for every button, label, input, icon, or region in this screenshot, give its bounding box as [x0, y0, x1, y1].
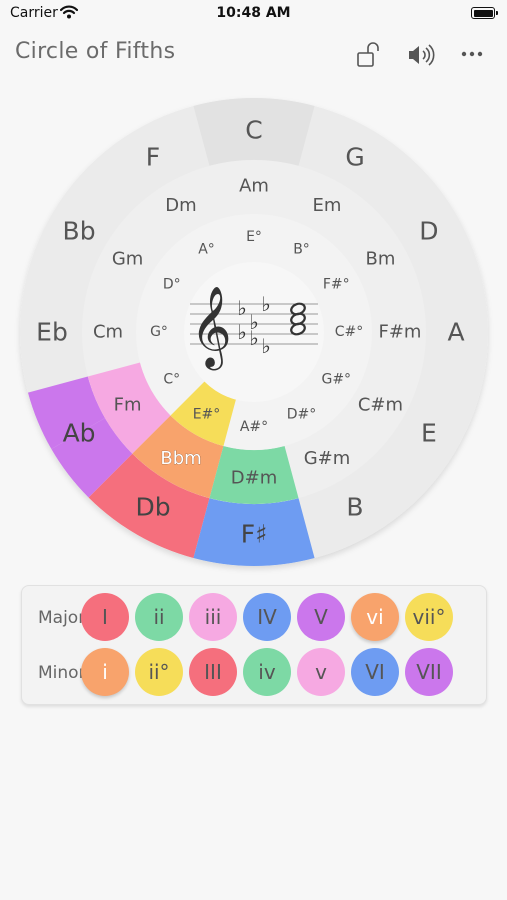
flat-6: ♭ — [261, 334, 270, 358]
minor-degree-button[interactable]: iv — [243, 648, 291, 696]
segment-cdim[interactable] — [170, 381, 236, 446]
minor-key-2: Bm — [365, 249, 395, 270]
major-degree-button[interactable]: vi — [351, 593, 399, 641]
minor-degree-button[interactable]: VI — [351, 648, 399, 696]
minor-key-3: F#m — [379, 322, 422, 343]
dim-chord-2: C#° — [335, 324, 364, 340]
minor-key-0: Am — [239, 176, 269, 197]
dim-chord-3: G#° — [321, 372, 351, 388]
major-key-2: D — [419, 217, 438, 246]
dim-chord-1: F#° — [323, 277, 350, 293]
flat-4: ♭ — [237, 320, 246, 344]
dim-chord-11: E° — [246, 229, 262, 245]
major-key-5: B — [346, 492, 363, 521]
flat-5: ♭ — [249, 326, 258, 350]
segment-ab[interactable] — [27, 376, 106, 449]
dim-chord-9: D° — [163, 277, 181, 293]
major-key-3: A — [447, 318, 464, 347]
major-key-1: G — [345, 143, 364, 172]
segment-fsharp[interactable] — [193, 498, 315, 566]
minor-key-6: D#m — [231, 468, 277, 489]
flat-1: ♭ — [237, 296, 246, 320]
flat-2: ♭ — [249, 310, 258, 334]
speaker-icon[interactable] — [405, 40, 439, 70]
dim-chord-4: D#° — [287, 406, 317, 422]
treble-clef-icon: 𝄞 — [190, 285, 231, 370]
minor-row-label: Minor — [38, 663, 86, 683]
dim-chord-6: E#° — [193, 406, 221, 422]
minor-degree-button[interactable]: v — [297, 648, 345, 696]
unlock-icon[interactable] — [354, 40, 388, 70]
major-degree-button[interactable]: IV — [243, 593, 291, 641]
more-icon[interactable] — [457, 40, 491, 70]
segment-dsharpm[interactable] — [209, 445, 299, 504]
major-key-8: Ab — [63, 419, 96, 448]
major-key-10: Bb — [63, 217, 96, 246]
dim-chord-7: C° — [163, 372, 180, 388]
major-key-4: E — [421, 419, 437, 448]
major-degree-button[interactable]: I — [81, 593, 129, 641]
carrier-label: Carrier — [10, 5, 58, 21]
nav-bar: Circle of Fifths — [0, 30, 507, 76]
segment-fm[interactable] — [87, 362, 171, 454]
major-key-6: F♯ — [241, 520, 267, 549]
dim-chord-5: A#° — [240, 419, 268, 435]
major-degree-button[interactable]: V — [297, 593, 345, 641]
segment-ab-2[interactable] — [51, 418, 133, 498]
battery-icon — [471, 7, 498, 19]
chord-note — [290, 322, 306, 336]
clock-time: 10:48 AM — [216, 5, 291, 21]
major-degree-button[interactable]: ii — [135, 593, 183, 641]
major-row-label: Major — [38, 608, 86, 628]
minor-degree-button[interactable]: VII — [405, 648, 453, 696]
minor-degree-button[interactable]: ii° — [135, 648, 183, 696]
dim-chord-0: B° — [293, 242, 310, 258]
minor-degree-button[interactable]: i — [81, 648, 129, 696]
major-degree-button[interactable]: vii° — [405, 593, 453, 641]
page-title: Circle of Fifths — [15, 39, 176, 64]
dim-chord-10: A° — [198, 242, 215, 258]
status-bar: Carrier 10:48 AM — [0, 0, 507, 28]
minor-key-4: C#m — [358, 395, 403, 416]
major-key-0: C — [245, 116, 262, 145]
major-key-9: Eb — [36, 318, 68, 347]
center-staff: 𝄞 ♭ ♭ ♭ ♭ ♭ ♭ — [190, 285, 318, 370]
minor-key-1: Em — [313, 195, 342, 216]
minor-key-8: Fm — [114, 395, 142, 416]
minor-degree-button[interactable]: III — [189, 648, 237, 696]
minor-key-11: Dm — [165, 195, 196, 216]
segment-db[interactable] — [88, 453, 210, 559]
dim-chord-8: G° — [150, 324, 168, 340]
minor-key-7: Bbm — [160, 448, 201, 469]
major-key-7: Db — [135, 492, 170, 521]
segment-selected-key[interactable] — [193, 98, 315, 166]
minor-key-5: G#m — [304, 448, 351, 469]
wifi-icon — [59, 4, 79, 23]
flat-3: ♭ — [261, 292, 270, 316]
major-degree-button[interactable]: iii — [189, 593, 237, 641]
major-key-11: F — [146, 143, 160, 172]
segment-bbm[interactable] — [132, 415, 224, 499]
minor-key-9: Cm — [93, 322, 123, 343]
minor-key-10: Gm — [112, 249, 143, 270]
